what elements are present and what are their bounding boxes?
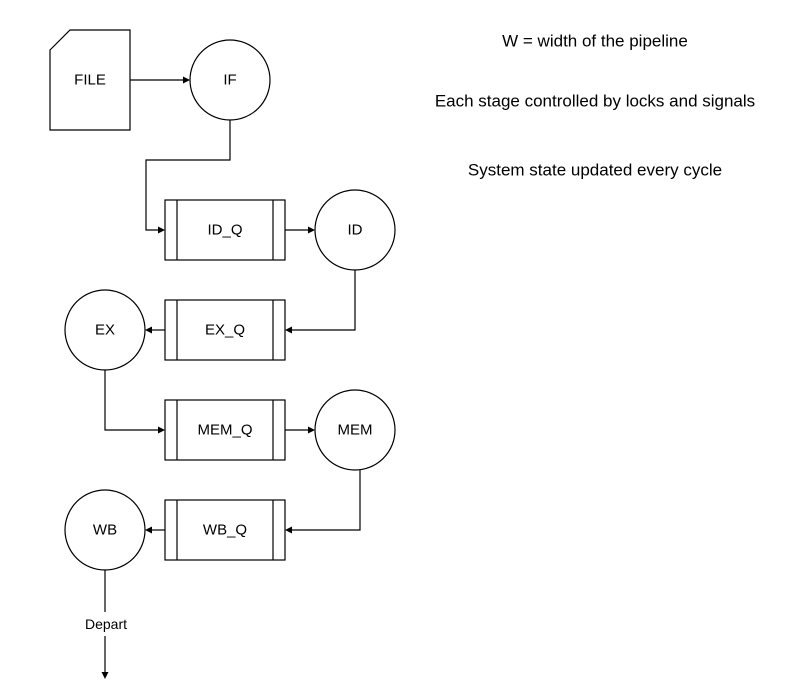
ex-node: EX [64, 289, 146, 371]
mem-q-label: MEM_Q [197, 422, 252, 439]
edge-wb-depart [101, 570, 109, 679]
notes: W = width of the pipeline Each stage con… [435, 32, 755, 180]
file-label: FILE [74, 72, 106, 89]
mem-node: MEM [314, 389, 396, 471]
edge-id-to-ex-q [285, 270, 356, 334]
mem-q-node: MEM_Q [164, 399, 286, 461]
id-label: ID [348, 222, 363, 239]
id-q-label: ID_Q [207, 222, 242, 239]
edge-ex-to-mem-q [104, 370, 165, 434]
edge-file-to-if [130, 76, 190, 84]
id-node: ID [314, 189, 396, 271]
mem-label: MEM [338, 422, 373, 439]
edge-id-q-to-id [285, 226, 315, 234]
edge-mem-to-wb-q [285, 470, 361, 534]
note-state-updated: System state updated every cycle [468, 161, 722, 180]
note-width: W = width of the pipeline [502, 32, 688, 51]
wb-q-node: WB_Q [164, 499, 286, 561]
if-label: IF [223, 72, 236, 89]
edges [101, 76, 361, 679]
ex-q-node: EX_Q [164, 299, 286, 361]
ex-label: EX [95, 322, 115, 339]
wb-q-label: WB_Q [203, 522, 247, 539]
if-node: IF [189, 39, 271, 121]
ex-q-label: EX_Q [205, 322, 245, 339]
wb-label: WB [93, 522, 117, 539]
id-q-node: ID_Q [164, 199, 286, 261]
depart-label: Depart [85, 616, 127, 632]
wb-node: WB [64, 489, 146, 571]
edge-ex-q-to-ex [145, 326, 165, 334]
edge-mem-q-to-mem [285, 426, 315, 434]
edge-wb-q-to-wb [145, 526, 165, 534]
note-locks-signals: Each stage controlled by locks and signa… [435, 92, 755, 111]
file-node: FILE [49, 29, 131, 131]
edge-if-to-id-q [145, 120, 231, 234]
